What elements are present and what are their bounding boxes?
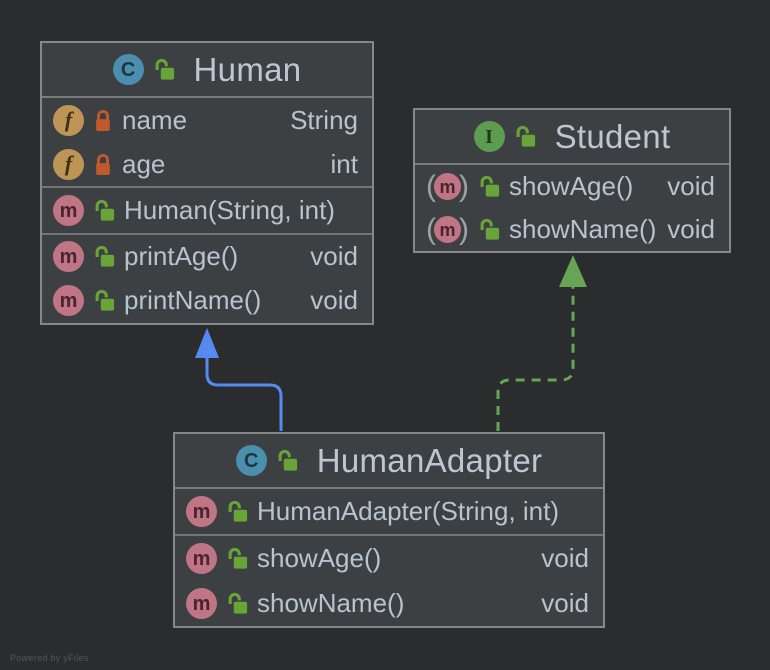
method-icon: m	[434, 216, 461, 243]
method-icon: m	[53, 241, 84, 273]
paren-close: )	[459, 212, 469, 246]
class-icon: C	[235, 445, 267, 476]
member-label: age	[122, 148, 166, 179]
method-icon: m	[186, 588, 217, 619]
lock-open-icon	[276, 447, 298, 475]
lock-closed-icon	[93, 151, 113, 178]
member-label: printAge()	[124, 241, 239, 272]
constructor-row-human[interactable]: m Human(String, int)	[42, 186, 372, 232]
lock-open-icon	[93, 197, 115, 225]
class-icon: C	[112, 54, 144, 85]
member-label: showName()	[509, 214, 657, 244]
class-node-humanadapter[interactable]: C HumanAdapter m HumanAdapter(String, in…	[173, 432, 605, 628]
abstract-method-icon: ( m )	[426, 212, 469, 246]
paren-close: )	[459, 169, 469, 203]
member-label: printName()	[124, 285, 262, 316]
lock-open-icon	[478, 216, 500, 244]
member-type: void	[667, 214, 715, 244]
lock-open-icon	[93, 287, 115, 315]
method-icon: m	[186, 496, 217, 527]
method-row-printName[interactable]: m printName() void	[42, 279, 372, 323]
field-row-name[interactable]: f name String	[42, 98, 372, 142]
class-node-human[interactable]: C Human f name String f age int	[40, 41, 374, 325]
method-row-showAge[interactable]: m showAge() void	[175, 534, 603, 581]
abstract-method-icon: ( m )	[426, 169, 469, 203]
abstract-method-row-showAge[interactable]: ( m ) showAge() void	[415, 165, 729, 208]
method-icon: m	[53, 195, 84, 226]
constructor-row-humanadapter[interactable]: m HumanAdapter(String, int)	[175, 489, 603, 534]
lock-closed-icon	[93, 107, 113, 134]
member-label: Human(String, int)	[124, 195, 335, 225]
extends-arrowhead-icon	[195, 328, 219, 358]
lock-open-icon	[478, 173, 500, 201]
humanadapter-header[interactable]: C HumanAdapter	[175, 434, 603, 489]
interface-icon: I	[473, 121, 505, 152]
field-icon: f	[53, 104, 84, 136]
lock-open-icon	[226, 498, 248, 526]
member-label: showName()	[257, 588, 405, 618]
method-icon: m	[53, 285, 84, 317]
lock-open-icon	[226, 545, 248, 573]
implements-edge[interactable]	[496, 255, 587, 431]
paren-open: (	[426, 212, 436, 246]
member-label: name	[122, 104, 188, 135]
method-row-printAge[interactable]: m printAge() void	[42, 232, 372, 279]
member-type: void	[310, 285, 358, 316]
member-label: HumanAdapter(String, int)	[257, 496, 560, 526]
lock-open-icon	[153, 56, 175, 84]
lock-open-icon	[514, 123, 536, 151]
member-type: void	[541, 588, 589, 618]
member-label: showAge()	[509, 171, 634, 201]
abstract-method-row-showName[interactable]: ( m ) showName() void	[415, 208, 729, 251]
yfiles-watermark: Powered by yFiles	[10, 653, 89, 663]
interface-node-student[interactable]: I Student ( m ) showAge() void ( m )	[413, 108, 731, 253]
lock-open-icon	[93, 243, 115, 271]
method-icon: m	[434, 173, 461, 200]
member-type: void	[541, 543, 589, 573]
node-title: Student	[554, 117, 671, 155]
extends-edge[interactable]	[195, 328, 283, 431]
member-type: String	[290, 104, 358, 135]
student-header[interactable]: I Student	[415, 110, 729, 165]
method-icon: m	[186, 543, 217, 574]
field-icon: f	[53, 148, 84, 180]
member-type: int	[330, 148, 358, 179]
human-header[interactable]: C Human	[42, 43, 372, 98]
implements-arrowhead-icon	[559, 255, 587, 287]
paren-open: (	[426, 169, 436, 203]
member-type: void	[667, 171, 715, 201]
node-title: Human	[193, 50, 302, 88]
node-title: HumanAdapter	[316, 441, 543, 479]
member-type: void	[310, 241, 358, 272]
method-row-showName[interactable]: m showName() void	[175, 581, 603, 626]
field-row-age[interactable]: f age int	[42, 142, 372, 186]
member-label: showAge()	[257, 543, 382, 573]
lock-open-icon	[226, 590, 248, 618]
